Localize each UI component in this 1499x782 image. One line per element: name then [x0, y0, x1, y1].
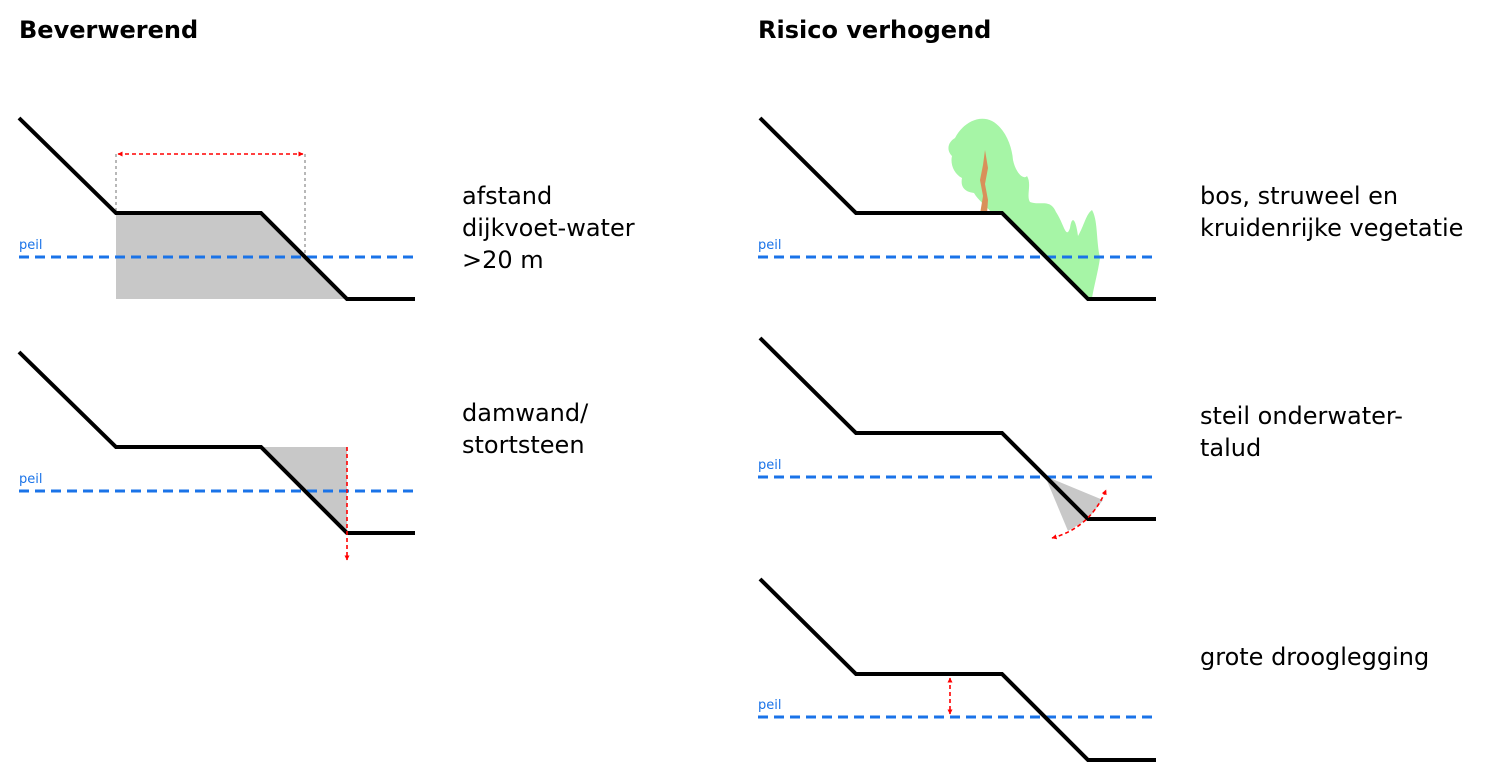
panel-afstand: peil — [17, 116, 416, 301]
label-line: dijkvoet-water — [462, 214, 635, 242]
label-grote-drooglegging: grote drooglegging — [1200, 641, 1429, 673]
peil-label: peil — [19, 472, 42, 487]
label-line: stortsteen — [462, 431, 585, 459]
dike-profile — [758, 336, 1156, 521]
red-curved-double-arrow-icon — [1051, 489, 1107, 540]
panel-damwand: peil — [17, 350, 416, 561]
dike-profile — [758, 116, 1156, 301]
label-steil-onderwatertalud: steil onderwater- talud — [1200, 400, 1403, 464]
label-line: talud — [1200, 434, 1262, 462]
peil-label: peil — [758, 698, 781, 713]
label-line: >20 m — [462, 246, 544, 274]
dike-profile — [17, 350, 415, 535]
panel-bos: peil — [758, 116, 1157, 301]
tree-trunk — [980, 150, 988, 214]
label-line: afstand — [462, 182, 553, 210]
label-afstand-dijkvoet-water: afstand dijkvoet-water >20 m — [462, 180, 635, 276]
peil-label: peil — [19, 238, 42, 253]
label-line: damwand/ — [462, 399, 589, 427]
dike-profile — [758, 577, 1156, 762]
peil-label: peil — [758, 238, 781, 253]
label-line: grote drooglegging — [1200, 643, 1430, 671]
label-damwand-stortsteen: damwand/ stortsteen — [462, 397, 588, 461]
dike-profile — [17, 116, 415, 301]
heading-risico-verhogend: Risico verhogend — [758, 16, 992, 44]
label-line: bos, struweel en — [1200, 182, 1399, 210]
tree-icon — [948, 118, 1100, 299]
label-line: kruidenrijke vegetatie — [1200, 214, 1464, 242]
peil-label: peil — [758, 458, 781, 473]
heading-beverwerend: Beverwerend — [19, 16, 199, 44]
label-line: steil onderwater- — [1200, 402, 1403, 430]
panel-grote: peil — [758, 577, 1157, 762]
panel-steil: peil — [758, 336, 1157, 540]
label-bos-struweel: bos, struweel en kruidenrijke vegetatie — [1200, 180, 1463, 244]
